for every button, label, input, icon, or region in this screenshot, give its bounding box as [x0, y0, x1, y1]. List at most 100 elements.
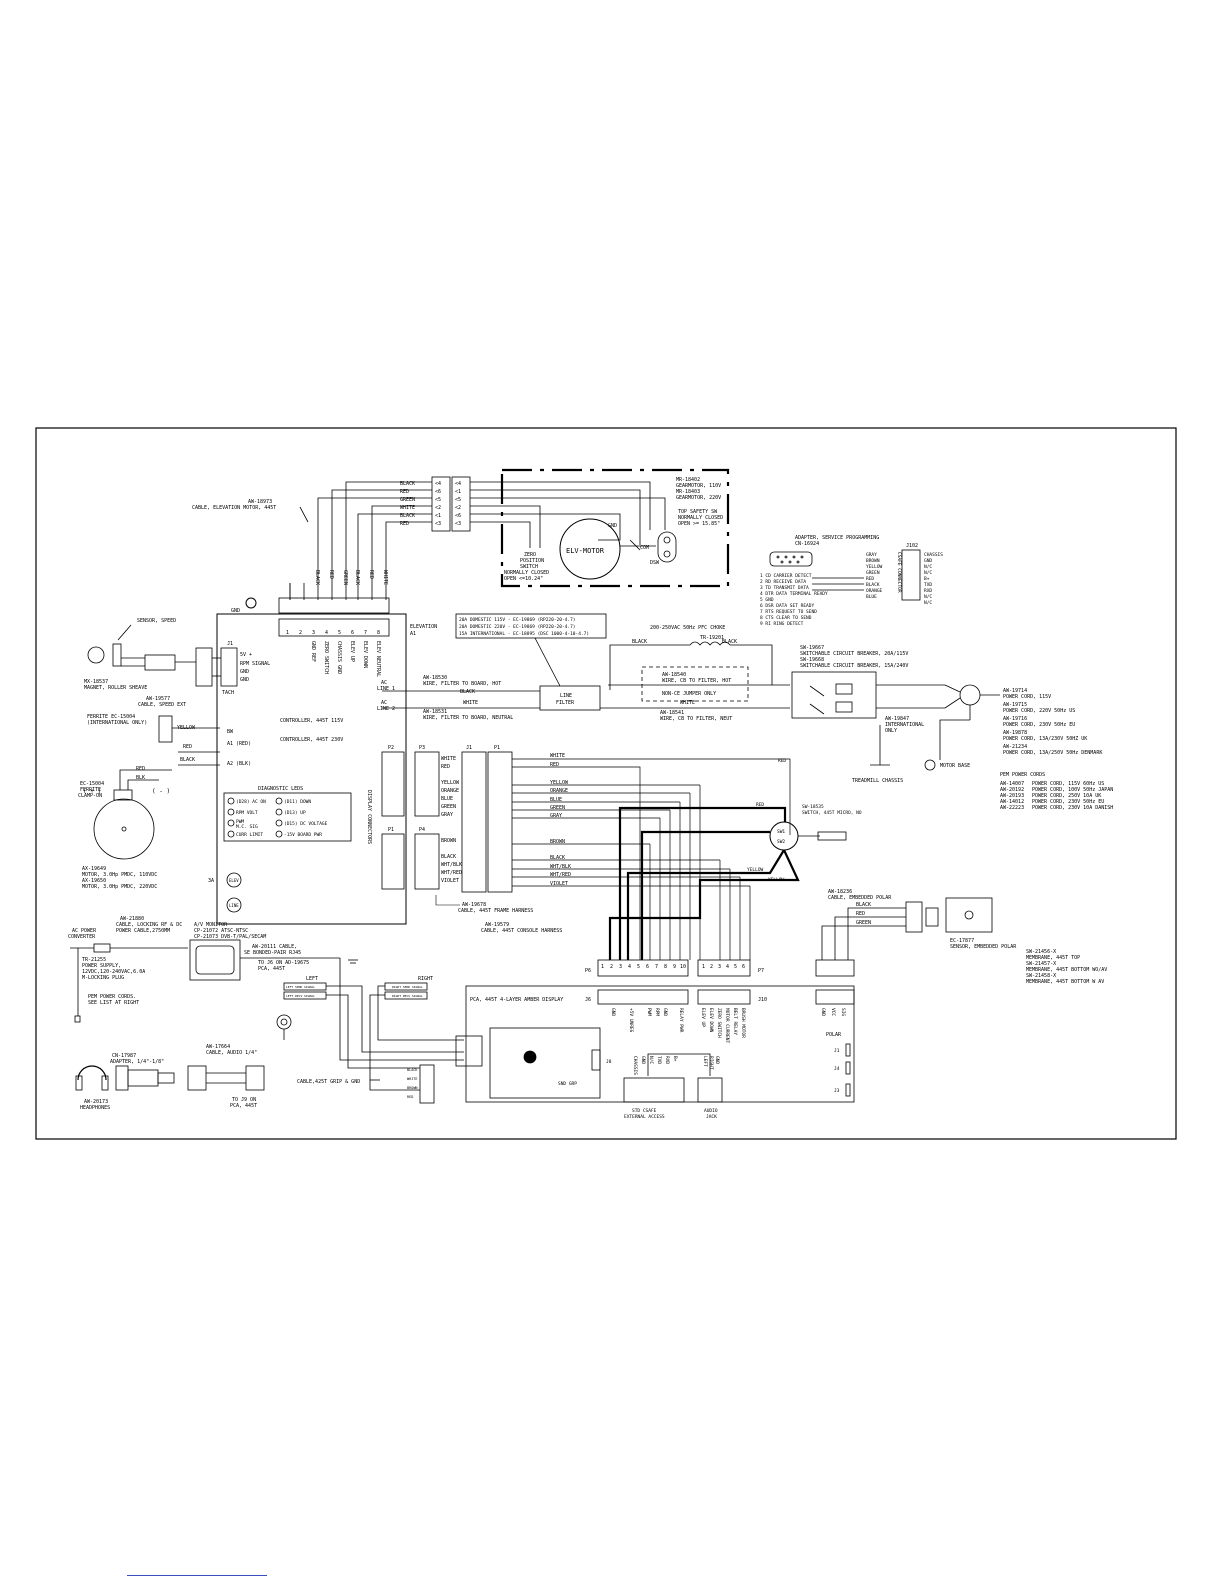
svg-text:RPM: RPM [654, 1008, 660, 1016]
svg-text:AX-19649: AX-19649 [82, 866, 106, 872]
svg-text:AC POWER: AC POWER [72, 928, 97, 934]
svg-text:BROWN: BROWN [866, 558, 880, 564]
wire-color: BLACK [400, 513, 415, 519]
svg-text:3: 3 [718, 964, 721, 970]
wire-color: RED [400, 489, 409, 495]
svg-text:1: 1 [702, 964, 705, 970]
motor-tag-dsw: DSW [650, 560, 660, 566]
svg-text:CN-16924: CN-16924 [795, 541, 819, 547]
gnd-terminal [245, 597, 257, 609]
svg-text:10: 10 [680, 964, 686, 970]
wire-color: GREEN [400, 497, 415, 503]
elevation-motor-area: AW-18973 CABLE, ELEVATION MOTOR, 445T BL… [192, 468, 730, 600]
gearmotor-enclosure [500, 468, 730, 588]
svg-text:AW-20193: AW-20193 [1000, 793, 1024, 799]
drive-motor: FERRITE EC-15004 (INTERNATIONAL ONLY) EC… [78, 714, 251, 890]
svg-text:WIRE, FILTER TO BOARD, HOT: WIRE, FILTER TO BOARD, HOT [423, 681, 501, 687]
display-pca-board [465, 985, 855, 1103]
svg-text:SW-18535: SW-18535 [802, 804, 824, 810]
svg-text:(D13) UP: (D13) UP [284, 810, 306, 816]
ac-line-1: LINE 1 [377, 686, 395, 692]
svg-text:BLACK: BLACK [441, 854, 456, 860]
svg-text:RED: RED [328, 570, 334, 579]
svg-text:SENSOR, SPEED: SENSOR, SPEED [137, 618, 176, 624]
svg-text:SENSOR, EMBEDDED POLAR: SENSOR, EMBEDDED POLAR [950, 944, 1017, 950]
svg-text:RED: RED [866, 576, 874, 582]
svg-text:SW2: SW2 [777, 839, 785, 845]
svg-text:POWER CORD, 13A/250V 50Hz DENM: POWER CORD, 13A/250V 50Hz DENMARK [1003, 750, 1102, 756]
ac-line-2: LINE 2 [377, 706, 395, 712]
svg-text:AW-14007: AW-14007 [1000, 781, 1024, 787]
wire-color: RED [400, 521, 409, 527]
svg-text:MAGNET, ROLLER SHEAVE: MAGNET, ROLLER SHEAVE [84, 685, 147, 691]
svg-text:LEFT SEND SIGNAL: LEFT SEND SIGNAL [286, 985, 315, 989]
svg-text:J6: J6 [585, 997, 591, 1003]
svg-text:1: 1 [601, 964, 604, 970]
svg-text:BROWN: BROWN [441, 838, 456, 844]
svg-text:5: 5 [338, 630, 341, 636]
zero-switch-line: OPEN <=10.24" [504, 576, 543, 582]
svg-text:POWER SUPPLY,: POWER SUPPLY, [82, 963, 121, 969]
svg-text:5 GND: 5 GND [760, 597, 774, 603]
svg-text:ELEV DOWN: ELEV DOWN [362, 641, 368, 668]
svg-text:CABLE, LOCKING RF & DC: CABLE, LOCKING RF & DC [116, 922, 182, 928]
svg-text:M.C. SIG: M.C. SIG [236, 824, 258, 830]
line-filter: LINE FILTER 200-250VAC 50Hz PFC CHOKE TR… [382, 625, 790, 722]
svg-text:CP-21073 DVB-T/PAL/SECAM: CP-21073 DVB-T/PAL/SECAM [194, 934, 266, 940]
svg-text:SWITCH, 445T MICRO, NO: SWITCH, 445T MICRO, NO [802, 810, 862, 816]
gearmotor-line: MR-18403 [676, 489, 700, 495]
svg-text:AW-22223: AW-22223 [1000, 805, 1024, 811]
svg-text:2: 2 [710, 964, 713, 970]
svg-text:3: 3 [312, 630, 315, 636]
svg-text:GREEN: GREEN [342, 570, 348, 585]
svg-text:AX-19650: AX-19650 [82, 878, 106, 884]
svg-text:LEFT: LEFT [702, 1056, 708, 1067]
svg-text:LEFT RECV SIGNAL: LEFT RECV SIGNAL [286, 994, 315, 998]
svg-text:GRAY: GRAY [550, 813, 562, 819]
headphones-icon [77, 1065, 107, 1081]
elevation-cable-part: AW-18973 [248, 499, 272, 505]
svg-text:AW-19577: AW-19577 [146, 696, 170, 702]
conn-pin: <5 [435, 497, 441, 503]
gearmotor-line: GEARMOTOR, 110V [676, 483, 721, 489]
svg-text:BLUE: BLUE [866, 594, 877, 600]
elevation-header-top: 1 2 3 4 5 6 7 8 GND REF ZERO SWITCH CHAS… [278, 597, 437, 677]
display-connectors: P2 P1 DISPLAY CONNECTORS [366, 745, 405, 890]
svg-text:BLACK: BLACK [632, 639, 647, 645]
svg-text:RED: RED [136, 766, 145, 772]
svg-text:6: 6 [351, 630, 354, 636]
svg-text:ORANGE: ORANGE [550, 788, 568, 794]
svg-text:BLACK: BLACK [354, 570, 360, 585]
top-safety-line: OPEN >= 15.85" [678, 521, 720, 527]
svg-text:WHT/RED: WHT/RED [441, 870, 462, 876]
svg-text:POWER CORD, 230V 50Hz EU: POWER CORD, 230V 50Hz EU [1032, 799, 1104, 805]
svg-text:ELEV UP: ELEV UP [349, 641, 355, 662]
svg-text:EXTERNAL ACCESS: EXTERNAL ACCESS [624, 1114, 665, 1120]
elevation-label: A1 [410, 631, 416, 637]
svg-text:20A DOMESTIC 115V - EC-19869 (: 20A DOMESTIC 115V - EC-19869 (RP220-20-4… [459, 617, 576, 623]
conn-pin: <1 [455, 489, 461, 495]
svg-text:BLACK: BLACK [180, 757, 195, 763]
svg-text:POLAR: POLAR [826, 1032, 842, 1038]
svg-text:P6: P6 [585, 968, 591, 974]
svg-text:WHITE: WHITE [680, 700, 695, 706]
svg-text:DIAGNOSTIC LEDS: DIAGNOSTIC LEDS [258, 786, 303, 792]
svg-text:AW-14012: AW-14012 [1000, 799, 1024, 805]
svg-text:2 RD RECEIVE DATA: 2 RD RECEIVE DATA [760, 579, 806, 585]
svg-text:7: 7 [364, 630, 367, 636]
svg-text:AW-19716: AW-19716 [1003, 716, 1027, 722]
svg-text:-15V BOARD PWR: -15V BOARD PWR [284, 832, 322, 838]
svg-text:WHITE: WHITE [550, 753, 565, 759]
circuit-breaker: SW-19667 SWITCHABLE CIRCUIT BREAKER, 20A… [791, 645, 1102, 784]
svg-text:SWITCHABLE CIRCUIT BREAKER, 15: SWITCHABLE CIRCUIT BREAKER, 15A/240V [800, 663, 908, 669]
av-monitor-symbol [189, 939, 241, 981]
svg-text:WHT/RED: WHT/RED [550, 872, 571, 878]
svg-text:AW-18531: AW-18531 [423, 709, 447, 715]
svg-text:ELEV NEUTRAL: ELEV NEUTRAL [375, 641, 381, 677]
svg-text:WIRE, FILTER TO BOARD, NEUTRAL: WIRE, FILTER TO BOARD, NEUTRAL [423, 715, 513, 721]
svg-text:N/C: N/C [648, 1056, 654, 1064]
svg-text:RXD: RXD [664, 1056, 670, 1064]
svg-text:P7: P7 [758, 968, 764, 974]
svg-text:DISPLAY CONNECTORS: DISPLAY CONNECTORS [366, 790, 372, 844]
